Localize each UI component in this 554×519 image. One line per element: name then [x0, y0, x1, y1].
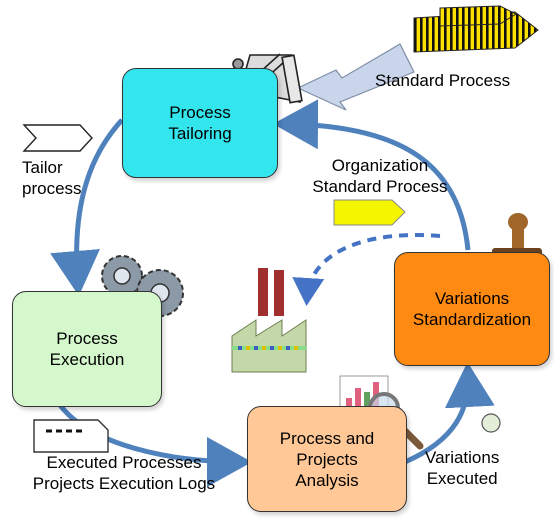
cycle-arrow-execution-to-analysis: [58, 403, 252, 487]
process-analysis-box: Process and Projects Analysis: [247, 406, 407, 512]
dashed-arrow-to-factory: [292, 233, 441, 306]
circle-icon: [481, 413, 501, 433]
striped-flag-icon: [413, 5, 539, 53]
standard-process-label: Standard Process: [375, 71, 511, 90]
process-tailoring-box: Process Tailoring: [122, 68, 278, 178]
variations-standardization-box: Variations Standardization: [394, 252, 550, 366]
factory-icon: [231, 268, 307, 373]
organization-standard-process-label: Organization Standard Process: [312, 156, 448, 196]
outlined-flag-icon: [22, 124, 93, 152]
variations-executed-label: Variations Executed: [425, 448, 500, 488]
cycle-arrow-tailoring-to-execution: [50, 118, 124, 296]
cycle-arrow-standardization-to-tailoring: [273, 99, 471, 251]
executed-processes-logs-label: Executed Processes Projects Execution Lo…: [32, 453, 216, 493]
input-arrow: [296, 43, 415, 111]
document-icon: [33, 419, 109, 453]
yellow-flag-icon: [333, 199, 406, 226]
process-execution-box: Process Execution: [12, 291, 162, 407]
cycle-arrow-analysis-to-standardization: [403, 362, 495, 465]
tailor-process-label: Tailor process: [22, 158, 82, 198]
